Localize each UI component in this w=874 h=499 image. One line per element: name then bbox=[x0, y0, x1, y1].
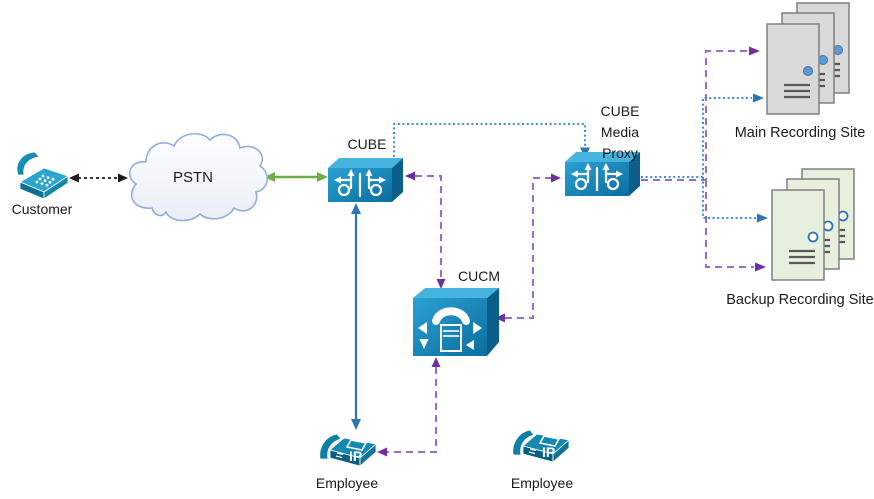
cube-media-proxy-router-icon bbox=[565, 152, 640, 196]
backup-server-stack-icon bbox=[771, 168, 855, 281]
phone-screen bbox=[345, 439, 368, 451]
cloud-icon bbox=[128, 133, 268, 222]
cube-router-icon bbox=[328, 158, 403, 202]
edge-cubemediaproxy-recording-blue bbox=[641, 93, 768, 223]
router-glyph bbox=[571, 163, 623, 192]
cucm-label: CUCM bbox=[458, 268, 500, 284]
cucm-icon bbox=[413, 288, 499, 356]
employee2-label: Employee bbox=[510, 475, 574, 491]
backup-recording-site-label: Backup Recording Site bbox=[726, 292, 874, 308]
ip-phone-icon: IP bbox=[319, 433, 377, 467]
customer-label: Customer bbox=[11, 201, 73, 217]
ip-badge: IP bbox=[542, 444, 555, 460]
keypad-dots bbox=[35, 174, 55, 187]
edge-cucm-employee1 bbox=[377, 357, 441, 457]
ip-badge: IP bbox=[349, 448, 362, 464]
edge-customer-pstn bbox=[69, 173, 128, 183]
cube-media-proxy-label-line2: Media bbox=[600, 124, 640, 140]
edge-cube-cubemediaproxy bbox=[393, 123, 590, 158]
phone-screen bbox=[538, 435, 561, 447]
main-recording-site-label: Main Recording Site bbox=[734, 125, 866, 141]
edge-cucm-cubemediaproxy bbox=[495, 173, 561, 323]
pstn-label: PSTN bbox=[172, 169, 213, 186]
cube-media-proxy-label-line3: Proxy bbox=[602, 145, 638, 161]
main-server-stack-icon bbox=[766, 2, 850, 115]
edge-cubemediaproxy-recording-purple bbox=[641, 46, 766, 272]
edge-cube-cucm bbox=[405, 171, 446, 289]
keypad-dots bbox=[335, 452, 344, 459]
cucm-glyph bbox=[418, 307, 482, 352]
keypad-dots bbox=[528, 448, 537, 455]
edge-cube-employee1 bbox=[351, 203, 361, 430]
analog-phone-icon bbox=[16, 151, 69, 200]
cube-media-proxy-label-line1: CUBE bbox=[600, 103, 640, 119]
cube-media-proxy-label: CUBE Media Proxy bbox=[578, 101, 662, 164]
router-glyph bbox=[334, 169, 386, 198]
handset-icon bbox=[432, 307, 470, 325]
employee1-label: Employee bbox=[315, 475, 379, 491]
cube-label: CUBE bbox=[347, 136, 387, 152]
edge-pstn-cube bbox=[264, 172, 328, 182]
ip-phone-icon: IP bbox=[512, 429, 570, 463]
